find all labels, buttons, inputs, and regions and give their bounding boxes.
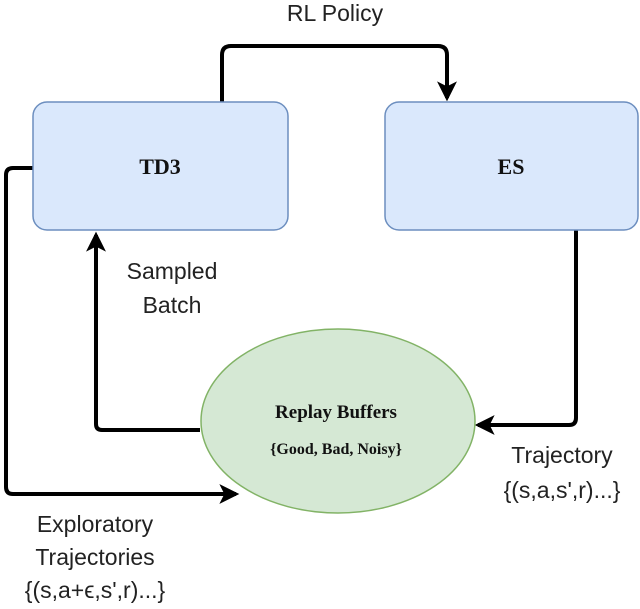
sampled-batch-label-line1: Sampled: [127, 258, 218, 284]
td3-label: TD3: [139, 154, 181, 179]
sampled-batch-arrow: [86, 231, 200, 432]
es-node: ES: [384, 101, 639, 231]
sampled-batch-label-line2: Batch: [143, 292, 202, 318]
rl-policy-label: RL Policy: [287, 0, 384, 26]
td3-box: [32, 101, 289, 231]
td3-node: TD3: [32, 101, 289, 231]
exploratory-label-line3: {(s,a+ϵ,s',r)...}: [25, 577, 166, 603]
exploratory-trajectories-arrow: [4, 166, 240, 504]
trajectory-label-line1: Trajectory: [511, 442, 613, 468]
trajectory-label-line2: {(s,a,s',r)...}: [504, 477, 621, 503]
replay-buffers-subtitle: {Good, Bad, Noisy}: [270, 441, 402, 458]
replay-buffers-node: Replay Buffers {Good, Bad, Noisy}: [200, 328, 476, 514]
exploratory-label-line2: Trajectories: [35, 544, 154, 570]
es-box: [384, 101, 639, 231]
es-label: ES: [498, 154, 525, 179]
replay-buffers-title: Replay Buffers: [275, 402, 397, 423]
rl-policy-arrow: [220, 44, 457, 102]
exploratory-label-line1: Exploratory: [37, 511, 154, 537]
replay-buffers-ellipse: [200, 328, 476, 514]
trajectory-arrow: [474, 230, 578, 435]
